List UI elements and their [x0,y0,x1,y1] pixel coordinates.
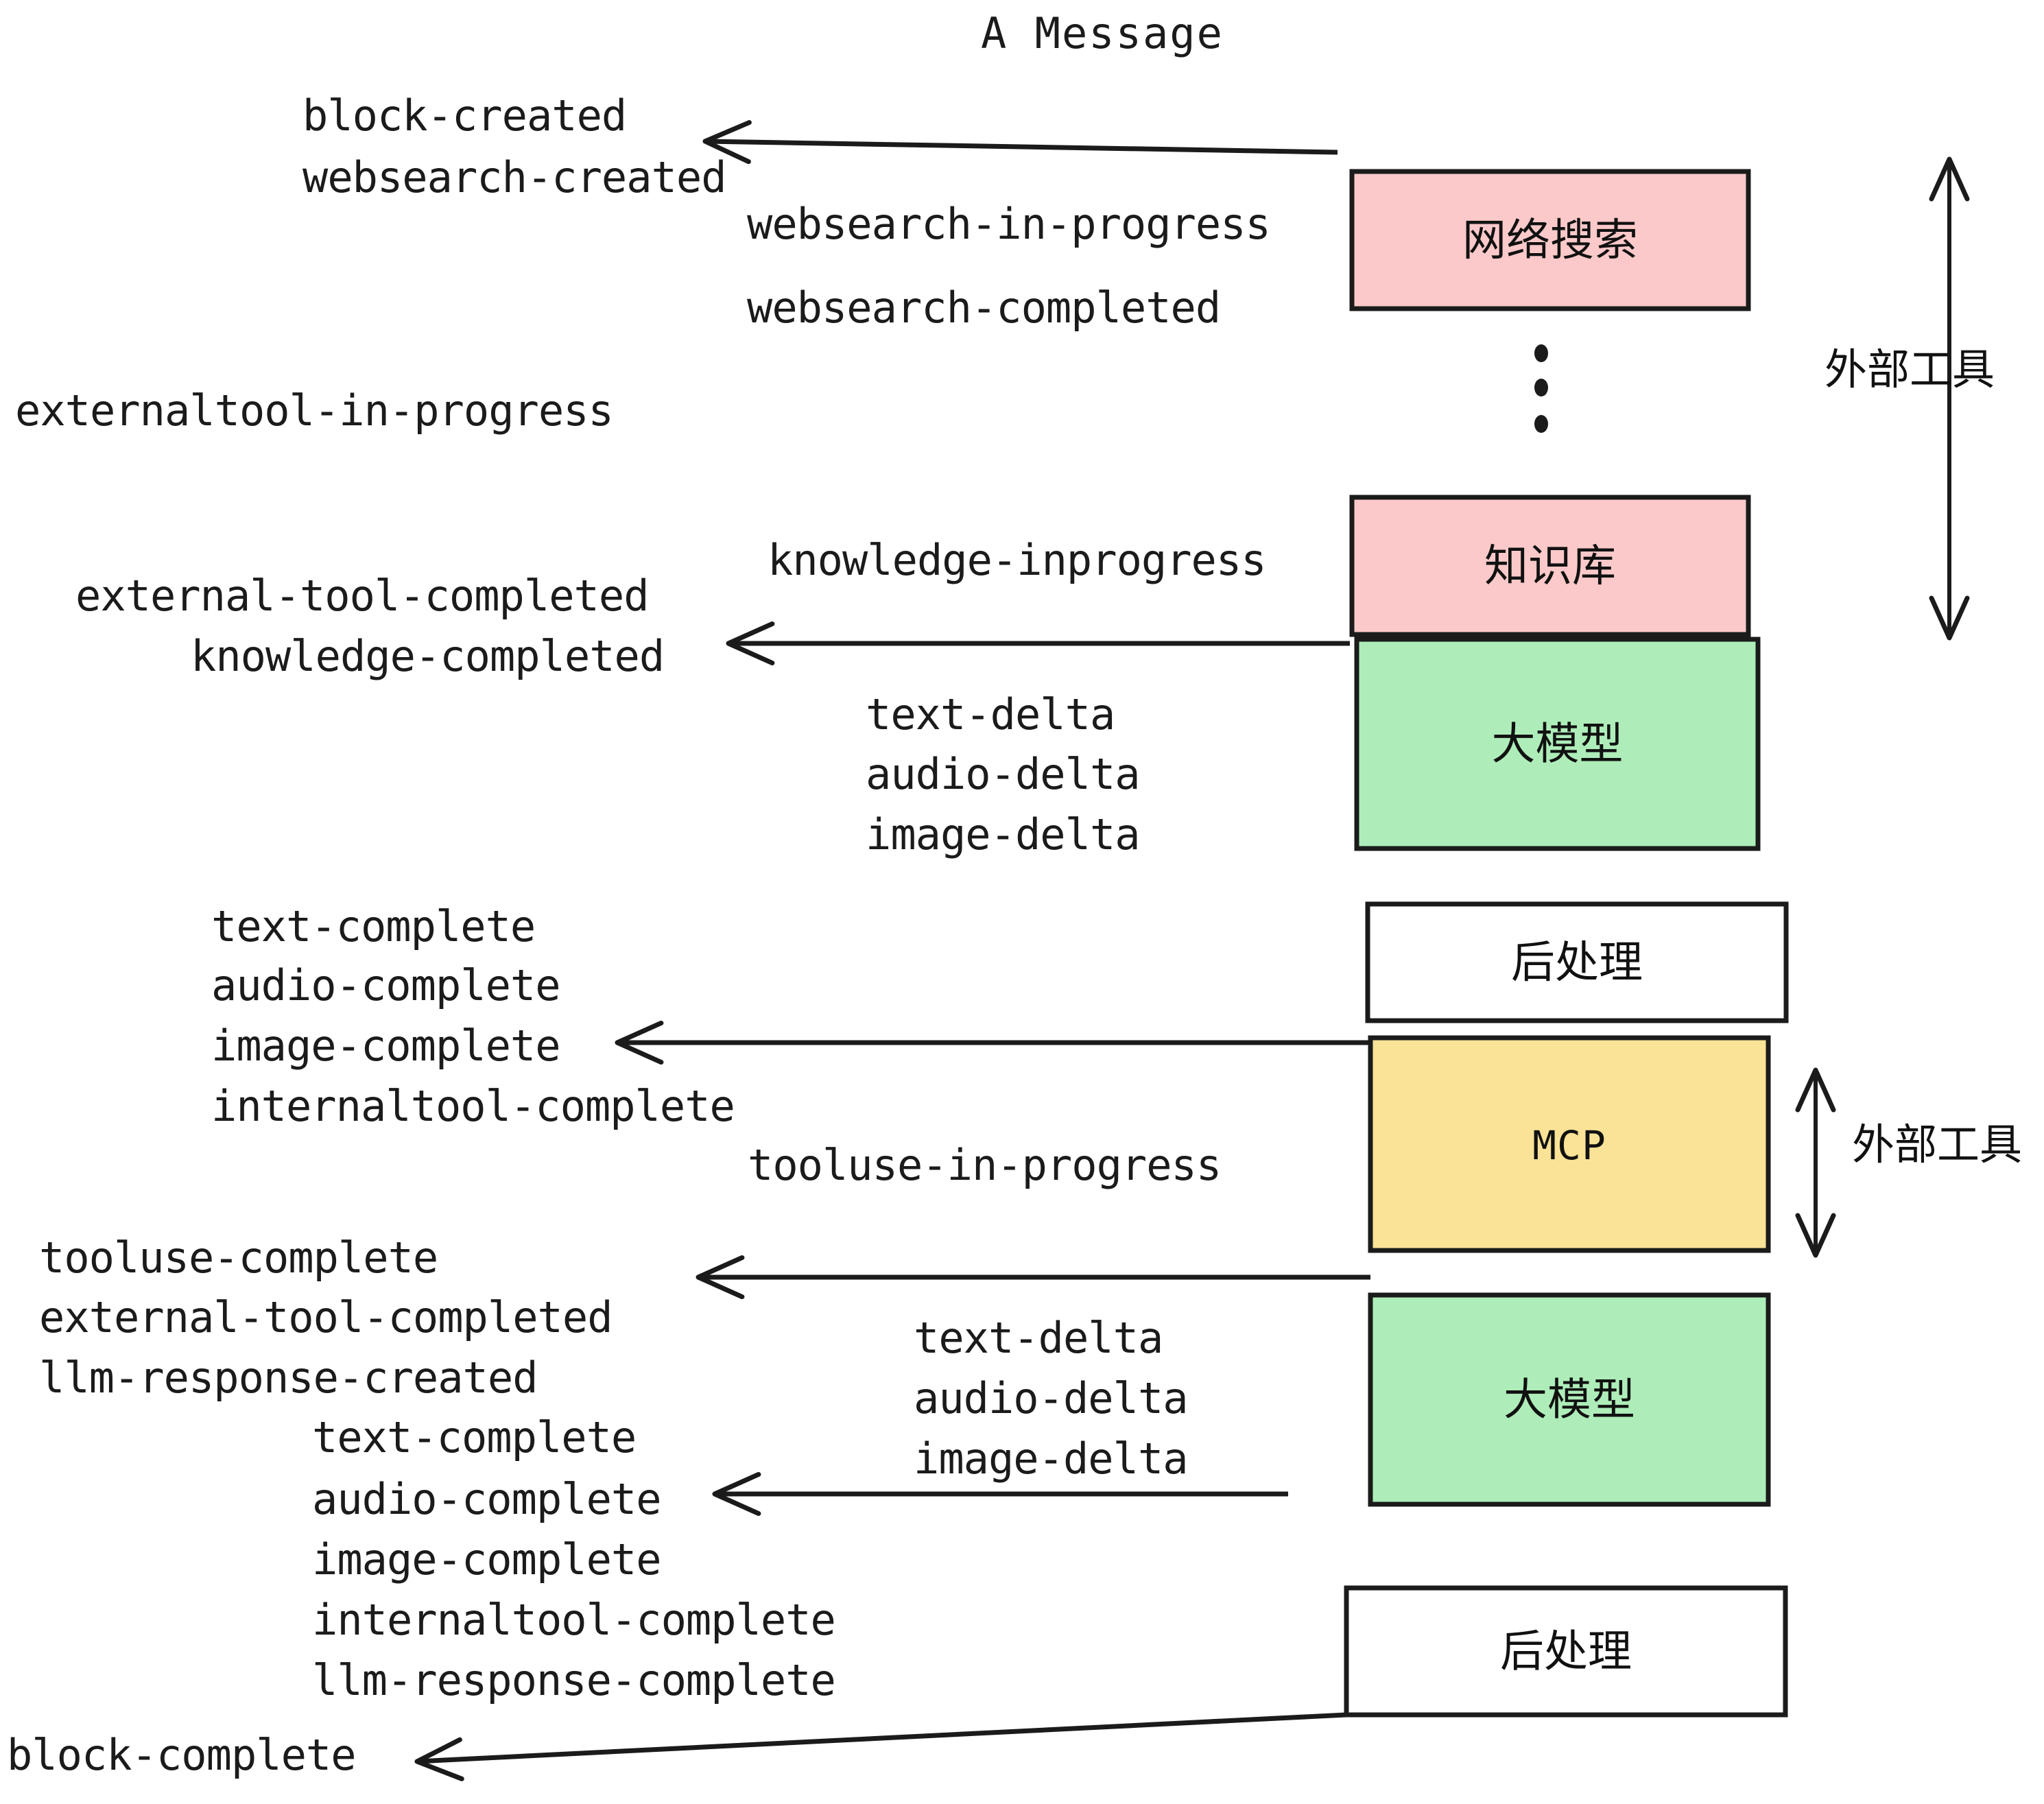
event-label-image-complete-2: image-complete [312,1534,661,1585]
arrow-image-complete-head [615,1020,664,1065]
event-label-audio-delta-1: audio-delta [866,749,1140,799]
diagram-title-group: A Message [981,8,1224,58]
ellipsis-group [1534,344,1548,433]
event-label-audio-complete-2: audio-complete [312,1474,661,1524]
event-label-external-tool-completed-1: external-tool-completed [75,571,649,621]
event-label-block-created: block-created [302,91,626,141]
node-label-websearch: 网络搜索 [1462,215,1638,266]
event-label-knowledge-inprogress: knowledge-inprogress [768,535,1266,585]
event-label-websearch-completed: websearch-completed [747,283,1220,333]
side-label-external-tools-bottom: 外部工具 [1852,1119,2022,1170]
node-label-llm-2: 大模型 [1504,1375,1635,1426]
event-label-llm-response-created: llm-response-created [39,1353,538,1403]
node-mcp: MCP [1368,1035,1771,1253]
event-label-knowledge-completed: knowledge-completed [191,631,664,681]
node-box-postprocess-1 [1365,901,1789,1023]
event-label-websearch-in-progress: websearch-in-progress [747,199,1270,249]
node-box-mcp [1368,1035,1771,1253]
arrow-knowledge-completed-head [726,621,775,666]
event-label-image-delta-2: image-delta [914,1434,1188,1484]
event-label-image-delta-1: image-delta [866,809,1140,859]
arrows-group [414,120,1370,1781]
event-label-external-tool-completed-2: external-tool-completed [39,1292,613,1342]
external-tools-span-bottom-head-down [1795,1213,1836,1258]
event-label-externaltool-in-progress: externaltool-in-progress [15,385,613,436]
event-label-llm-response-complete: llm-response-complete [312,1655,835,1705]
external-tools-span-top-head-down [1929,595,1970,641]
node-box-llm-2 [1368,1292,1771,1507]
node-label-llm-1: 大模型 [1492,720,1624,770]
arrow-audio-complete-head [712,1471,761,1517]
arrow-block-created-head [702,120,752,165]
node-knowledge: 知识库 [1349,495,1751,637]
span-arrows-group [1795,156,1970,1258]
event-label-audio-delta-2: audio-delta [914,1373,1188,1423]
ellipsis-dot-1 [1534,379,1548,396]
node-websearch: 网络搜索 [1349,169,1751,311]
node-box-llm-1 [1354,637,1761,851]
arrow-block-created [702,120,1338,165]
node-label-knowledge: 知识库 [1484,541,1616,592]
event-label-text-complete-1: text-complete [211,901,535,951]
event-label-image-complete-1: image-complete [211,1021,560,1071]
node-llm-2: 大模型 [1368,1292,1771,1507]
event-label-websearch-created: websearch-created [302,152,726,202]
event-label-tooluse-complete: tooluse-complete [39,1233,438,1283]
arrow-block-complete [414,1712,1346,1781]
arrow-block-complete-head [414,1737,464,1781]
node-llm-1: 大模型 [1354,637,1761,851]
node-postprocess-1: 后处理 [1365,901,1789,1023]
external-tools-span-top-head-up [1929,156,1970,202]
node-postprocess-2: 后处理 [1344,1585,1788,1718]
event-label-audio-complete-1: audio-complete [211,960,560,1010]
ellipsis-dot-0 [1534,344,1548,362]
node-label-postprocess-1: 后处理 [1511,938,1643,988]
page-title: A Message [981,8,1224,58]
event-label-block-complete: block-complete [7,1730,356,1780]
event-label-text-complete-2: text-complete [312,1412,636,1462]
event-label-text-delta-1: text-delta [866,689,1115,739]
event-label-tooluse-in-progress: tooluse-in-progress [748,1140,1221,1190]
node-box-knowledge [1349,495,1751,637]
event-labels-group: block-created websearch-created websearch-… [7,91,1271,1780]
side-label-external-tools-top: 外部工具 [1825,344,1995,394]
arrow-tooluse-complete-head [696,1255,745,1300]
event-label-internaltool-complete-1: internaltool-complete [211,1081,735,1131]
arrow-tooluse-complete [696,1255,1370,1300]
arrow-block-complete-shaft [416,1712,1346,1764]
event-label-internaltool-complete-2: internaltool-complete [312,1595,835,1645]
arrow-image-complete [615,1020,1370,1065]
ellipsis-dot-2 [1534,415,1548,433]
event-label-text-delta-2: text-delta [914,1313,1163,1363]
node-label-mcp: MCP [1532,1122,1606,1169]
arrow-audio-complete [712,1471,1288,1517]
node-label-postprocess-2: 后处理 [1500,1627,1632,1678]
arrow-block-created-shaft [704,139,1338,155]
external-tools-span-bottom-head-up [1795,1067,1836,1113]
external-tools-span-top [1929,156,1970,641]
arrow-knowledge-completed [726,621,1350,666]
node-box-websearch [1349,169,1751,311]
node-box-postprocess-2 [1344,1585,1788,1718]
external-tools-span-bottom [1795,1067,1836,1258]
